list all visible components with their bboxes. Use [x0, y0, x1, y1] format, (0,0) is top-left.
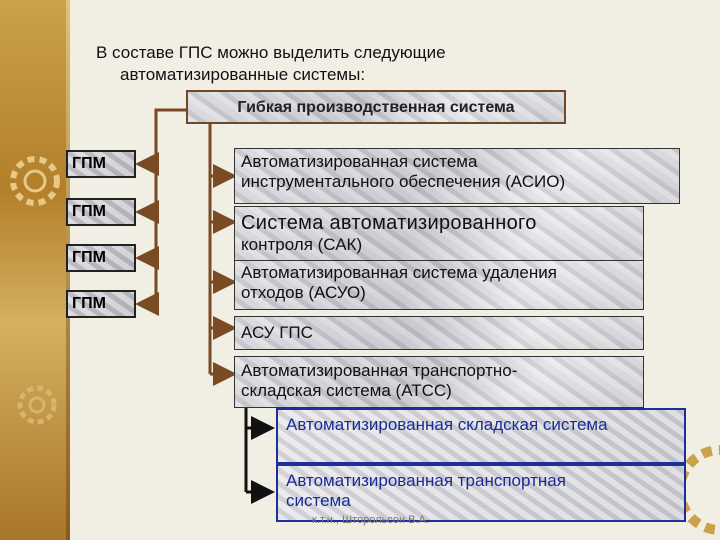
subsystem-asuo-line-1: Автоматизированная система удаления [241, 263, 557, 282]
subsystem-asio-line-2: инструментального обеспечения (АСИО) [241, 172, 566, 191]
atss-child-transport: Автоматизированная транспортная система [276, 464, 686, 522]
heading-line-1: В составе ГПС можно выделить следующие [96, 43, 446, 62]
gpm-node-1: ГПМ [66, 150, 136, 178]
subsystem-atss: Автоматизированная транспортно- складска… [234, 356, 644, 408]
subsystem-asu-gps-label: АСУ ГПС [241, 323, 313, 342]
atss-child-warehouse-label: Автоматизированная складская система [286, 415, 608, 434]
gpm-node-4: ГПМ [66, 290, 136, 318]
subsystem-sak: Система автоматизированного контроля (СА… [234, 206, 644, 266]
subsystem-atss-line-1: Автоматизированная транспортно- [241, 361, 518, 380]
subsystem-asio-line-1: Автоматизированная система [241, 152, 478, 171]
gear-icon [10, 156, 60, 206]
subsystem-asu-gps: АСУ ГПС [234, 316, 644, 350]
subsystem-sak-line-1: Система автоматизированного [241, 212, 537, 234]
root-node-gps: Гибкая производственная система [186, 90, 566, 124]
page-heading: В составе ГПС можно выделить следующие а… [96, 42, 616, 86]
root-node-label: Гибкая производственная система [237, 99, 515, 116]
atss-child-warehouse: Автоматизированная складская система [276, 408, 686, 464]
subsystem-asuo-line-2: отходов (АСУО) [241, 283, 366, 302]
gpm-node-3: ГПМ [66, 244, 136, 272]
atss-child-transport-line-1: Автоматизированная транспортная [286, 471, 566, 490]
gear-icon [675, 445, 720, 535]
subsystem-asuo: Автоматизированная система удаления отхо… [234, 260, 644, 310]
gpm-node-2: ГПМ [66, 198, 136, 226]
subsystem-sak-line-2: контроля (САК) [241, 235, 363, 254]
atss-child-transport-line-2: система [286, 491, 351, 510]
author-footer: к.т.н., Шторольсон В.А. [312, 514, 429, 526]
heading-line-2: автоматизированные системы: [120, 65, 366, 84]
subsystem-atss-line-2: складская система (АТСС) [241, 381, 452, 400]
subsystem-asio: Автоматизированная система инструменталь… [234, 148, 680, 204]
gear-icon [17, 385, 57, 425]
